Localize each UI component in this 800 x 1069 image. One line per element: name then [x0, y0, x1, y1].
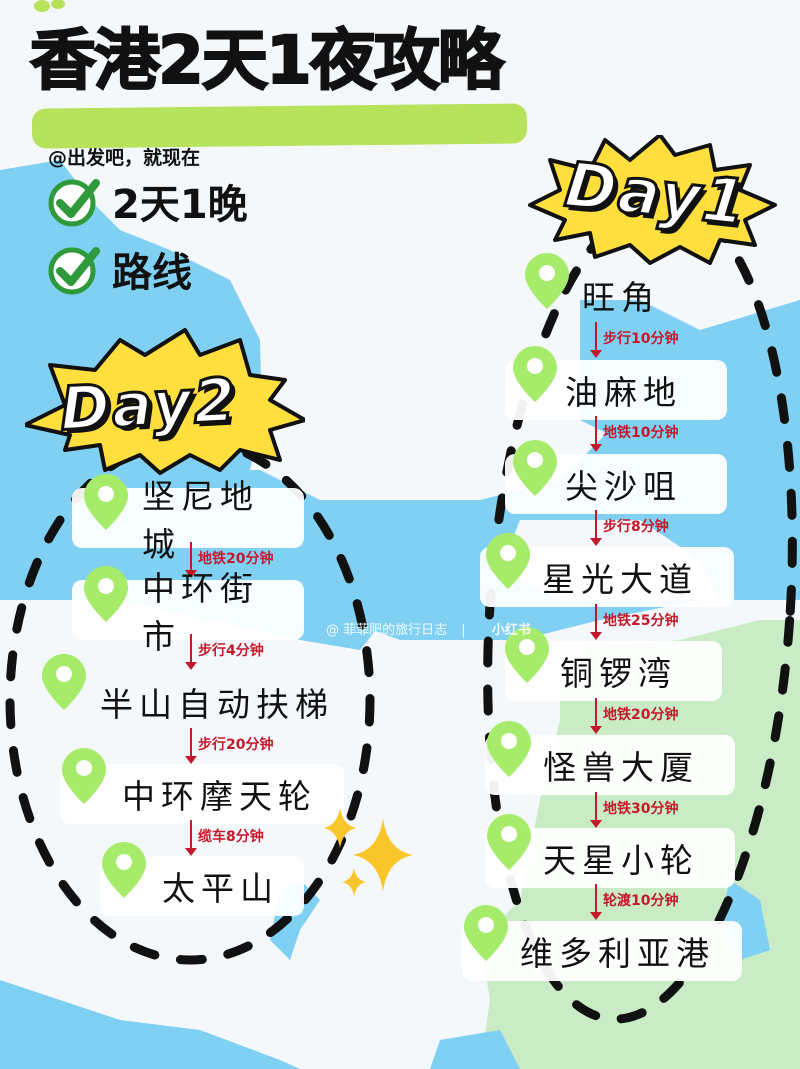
- check-circle-icon: [48, 179, 100, 227]
- arrow-down-icon: [185, 542, 197, 578]
- title-block: 香港2天1夜攻略: [29, 22, 528, 149]
- arrow-down-icon: [590, 604, 602, 640]
- stop-name: 中环摩天轮: [122, 777, 317, 816]
- transit-label: 地铁20分钟: [603, 707, 679, 723]
- stop-name: 星光大道: [542, 560, 698, 599]
- stop-name: 尖沙咀: [565, 467, 682, 506]
- transit-label: 步行20分钟: [198, 737, 274, 753]
- day1-badge: Day1: [510, 133, 780, 265]
- transit-connector: 缆车8分钟: [185, 820, 264, 856]
- decorative-blob-icon: [34, 0, 65, 12]
- transit-label: 地铁30分钟: [603, 801, 679, 817]
- day1-stop: 星光大道: [480, 533, 734, 607]
- watermark: @ 菲菲肥的旅行日志 | 小红书: [326, 623, 531, 638]
- transit-connector: 地铁10分钟: [590, 416, 679, 452]
- arrow-down-icon: [590, 416, 602, 452]
- stop-name: 坚尼地城: [142, 477, 259, 564]
- map-pin-icon: [513, 346, 557, 402]
- arrow-down-icon: [590, 698, 602, 734]
- stop-name: 怪兽大厦: [543, 748, 699, 787]
- day2-stop: 太平山: [100, 842, 304, 916]
- transit-label: 缆车8分钟: [198, 829, 264, 845]
- map-pin-icon: [525, 253, 569, 309]
- day1-stop: 维多利亚港: [462, 905, 742, 981]
- map-pin-icon: [513, 440, 557, 496]
- stop-name: 半山自动扶梯: [100, 685, 334, 724]
- stop-name: 维多利亚港: [520, 934, 715, 973]
- page-title: 香港2天1夜攻略: [29, 22, 505, 99]
- transit-label: 步行10分钟: [603, 331, 679, 347]
- transit-connector: 轮渡10分钟: [590, 884, 679, 920]
- arrow-down-icon: [185, 820, 197, 856]
- map-pin-icon: [505, 627, 549, 683]
- stop-name: 天星小轮: [543, 841, 699, 880]
- transit-connector: 地铁20分钟: [185, 542, 274, 578]
- day2-stop: 中环街市: [72, 566, 304, 656]
- transit-label: 地铁10分钟: [603, 425, 679, 441]
- stop-name: 油麻地: [565, 373, 682, 412]
- map-pin-icon: [486, 533, 530, 589]
- map-pin-icon: [42, 654, 86, 710]
- starburst-icon: [528, 133, 777, 265]
- arrow-down-icon: [590, 510, 602, 546]
- checklist-label: 路线: [112, 250, 192, 296]
- transit-label: 轮渡10分钟: [603, 893, 679, 909]
- map-pin-icon: [62, 748, 106, 804]
- map-pin-icon: [102, 842, 146, 898]
- day1-stop: 铜锣湾: [505, 627, 722, 701]
- transit-label: 地铁20分钟: [198, 551, 274, 567]
- stop-name: 太平山: [162, 869, 279, 908]
- checklist-item: 2天1晚: [46, 172, 248, 230]
- map-pin-icon: [487, 814, 531, 870]
- day1-stop: 油麻地: [505, 346, 727, 420]
- author-handle: @出发吧，就现在: [48, 147, 201, 169]
- stop-name: 铜锣湾: [560, 654, 677, 693]
- check-circle-icon: [48, 247, 100, 295]
- watermark-platform: 小红书: [491, 623, 531, 638]
- transit-label: 步行8分钟: [603, 519, 669, 535]
- transit-connector: 步行20分钟: [185, 728, 274, 764]
- map-pin-icon: [464, 905, 508, 961]
- transit-connector: 步行8分钟: [590, 510, 669, 546]
- arrow-down-icon: [590, 322, 602, 358]
- stop-name: 中环街市: [142, 569, 259, 656]
- arrow-down-icon: [590, 792, 602, 828]
- day2-stop: 中环摩天轮: [60, 748, 344, 824]
- transit-label: 地铁25分钟: [603, 613, 679, 629]
- arrow-down-icon: [590, 884, 602, 920]
- arrow-down-icon: [185, 634, 197, 670]
- checklist-label: 2天1晚: [112, 182, 248, 228]
- map-pin-icon: [84, 474, 128, 530]
- transit-connector: 步行4分钟: [185, 634, 264, 670]
- title-highlight: [31, 103, 528, 149]
- day1-stop: 尖沙咀: [505, 440, 727, 514]
- transit-connector: 步行10分钟: [590, 322, 679, 358]
- day1-stop: 怪兽大厦: [485, 721, 735, 795]
- day1-stop: 旺角: [525, 253, 672, 325]
- transit-connector: 地铁25分钟: [590, 604, 679, 640]
- stop-name: 旺角: [582, 278, 660, 317]
- day2-label: Day2: [57, 364, 241, 446]
- map-pin-icon: [487, 721, 531, 777]
- arrow-down-icon: [185, 728, 197, 764]
- sparkles-icon: [324, 808, 413, 896]
- day2-badge: Day2: [23, 325, 307, 475]
- transit-connector: 地铁20分钟: [590, 698, 679, 734]
- day2-stop: 坚尼地城: [72, 474, 304, 564]
- day2-stop: 半山自动扶梯: [40, 654, 352, 732]
- day1-stop: 天星小轮: [485, 814, 735, 888]
- checklist-item: 路线: [46, 240, 192, 298]
- transit-label: 步行4分钟: [198, 643, 264, 659]
- watermark-author: @ 菲菲肥的旅行日志: [326, 623, 448, 638]
- map-pin-icon: [84, 566, 128, 622]
- transit-connector: 地铁30分钟: [590, 792, 679, 828]
